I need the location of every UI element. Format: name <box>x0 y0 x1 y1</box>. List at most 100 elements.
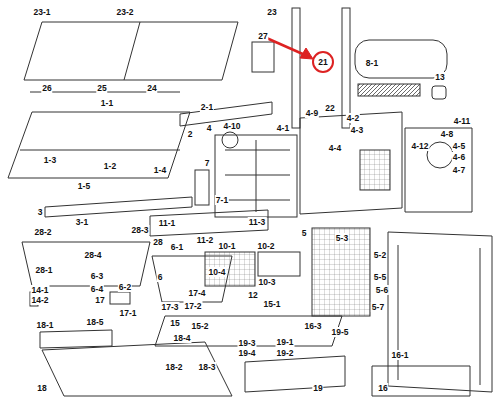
callout-number: 1-3 <box>43 155 57 165</box>
arrowhead <box>300 48 313 59</box>
callout-number: 18 <box>36 383 47 393</box>
slide-rail <box>245 356 345 392</box>
callout-number: 7-1 <box>215 195 229 205</box>
callout-number: 16-3 <box>303 321 322 331</box>
callout-number: 3-1 <box>75 217 89 227</box>
callout-number: 24 <box>146 83 157 93</box>
callout-number: 4-9 <box>305 108 319 118</box>
callout-number: 10-3 <box>257 277 276 287</box>
callout-number: 14-1 <box>30 285 49 295</box>
drawer-front <box>40 330 112 348</box>
callout-number: 28-4 <box>83 250 102 260</box>
callout-number: 10-2 <box>256 241 275 251</box>
lamp-cover <box>252 42 274 72</box>
callout-number: 18-5 <box>85 317 104 327</box>
callout-number: 5-5 <box>373 272 387 282</box>
callout-number: 18-4 <box>172 333 191 343</box>
callout-number: 28 <box>152 237 163 247</box>
callout-number: 6-3 <box>90 271 104 281</box>
bracket <box>195 170 209 205</box>
callout-number: 19-1 <box>275 337 294 347</box>
callout-number: 4-5 <box>452 141 466 151</box>
callout-number: 16 <box>377 383 388 393</box>
evaporator-cover <box>300 112 402 214</box>
callout-number: 23 <box>266 7 277 17</box>
callout-number: 1-1 <box>100 98 114 108</box>
callout-number: 7 <box>204 158 211 168</box>
callout-number: 12 <box>247 290 258 300</box>
callout-number: 15 <box>169 318 180 328</box>
callout-number: 2 <box>187 129 194 139</box>
bin <box>372 366 470 396</box>
rail <box>292 8 300 128</box>
callout-number: 28-2 <box>33 227 52 237</box>
callout-number: 23-2 <box>115 7 134 17</box>
callout-number: 4-8 <box>440 129 454 139</box>
callout-number: 19-5 <box>330 327 349 337</box>
control-box <box>205 252 255 286</box>
freezer-drawer <box>42 342 232 396</box>
callout-number: 16-1 <box>390 350 409 360</box>
callout-number: 1-5 <box>77 181 91 191</box>
callout-number: 28-3 <box>130 225 149 235</box>
shelf-edge <box>20 150 180 151</box>
callout-number: 19-3 <box>237 338 256 348</box>
callout-number: 4-2 <box>346 113 360 123</box>
callout-number: 14-2 <box>30 295 49 305</box>
callout-number: 6-1 <box>170 242 184 252</box>
callout-number: 25 <box>96 83 107 93</box>
shelf-divider <box>124 22 140 80</box>
callout-number: 18-2 <box>164 362 183 372</box>
callout-number: 17-1 <box>118 308 137 318</box>
evaporator <box>360 150 390 190</box>
callout-number: 15-2 <box>190 321 209 331</box>
callout-number: 4-3 <box>350 125 364 135</box>
callout-number: 4-11 <box>453 116 472 126</box>
shelf <box>8 112 190 178</box>
callout-number: 15-1 <box>262 299 281 309</box>
callout-number: 27 <box>257 31 268 41</box>
callout-number: 6 <box>157 272 164 282</box>
fan <box>427 142 453 168</box>
callout-number: 17 <box>94 295 105 305</box>
callout-number: 10-4 <box>207 267 226 277</box>
callout-number: 13 <box>434 72 445 82</box>
callout-number: 21 <box>317 57 328 67</box>
vent-grille <box>358 84 420 96</box>
callout-number: 28-1 <box>34 265 53 275</box>
callout-number: 5 <box>301 228 308 238</box>
cap <box>432 86 446 99</box>
callout-number: 1-2 <box>103 161 117 171</box>
callout-number: 4-12 <box>410 141 429 151</box>
callout-number: 4 <box>206 123 213 133</box>
callout-number: 4-6 <box>452 152 466 162</box>
rail <box>342 8 350 128</box>
callout-number: 4-7 <box>452 165 466 175</box>
callout-number: 17-3 <box>160 302 179 312</box>
callout-number: 10-1 <box>217 241 236 251</box>
cabinet-inner <box>398 245 480 385</box>
callout-number: 19-2 <box>275 348 294 358</box>
callout-number: 6-2 <box>118 282 132 292</box>
callout-number: 17-4 <box>187 288 206 298</box>
callout-number: 4-1 <box>276 123 290 133</box>
callout-number: 23-1 <box>32 7 51 17</box>
callout-number: 3 <box>37 207 44 217</box>
fan-cover <box>405 128 472 212</box>
callout-number: 5-2 <box>373 250 387 260</box>
callout-number: 2-1 <box>200 102 214 112</box>
duct-cells <box>225 140 290 212</box>
cover-bar <box>45 197 192 217</box>
callout-number: 5-7 <box>371 302 385 312</box>
callout-number: 18-1 <box>35 320 54 330</box>
callout-number: 19 <box>312 383 323 393</box>
callout-number: 4-4 <box>328 143 342 153</box>
glass-shelf <box>24 22 238 80</box>
crisper-drawer <box>22 242 150 286</box>
callout-number: 11-3 <box>248 217 267 227</box>
callout-number: 8-1 <box>365 58 379 68</box>
callout-number: 5-6 <box>375 285 389 295</box>
callout-number: 4-10 <box>222 121 241 131</box>
callout-number: 17-2 <box>183 301 202 311</box>
ice-maker <box>355 40 447 78</box>
